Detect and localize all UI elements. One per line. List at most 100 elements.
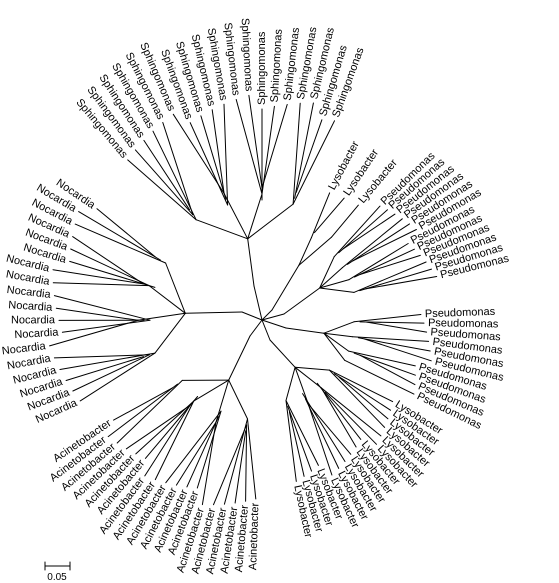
leaf-label: Pseudomonas: [430, 326, 502, 343]
subclade-branch: [319, 256, 335, 289]
clade-stem-branch: [184, 311, 243, 314]
leaf-branch: [294, 102, 314, 199]
leaf-label: Acinetobacter: [247, 502, 261, 570]
leaf-label: Sphingomonas: [239, 18, 255, 92]
subclade-branch: [323, 332, 353, 338]
leaf-branch: [295, 119, 323, 193]
leaf-branch: [333, 205, 381, 258]
backbone-branch: [261, 319, 287, 329]
leaf-branch: [53, 354, 150, 359]
leaf-branch: [359, 254, 421, 275]
leaf-branch: [143, 139, 190, 211]
leaf-branch: [261, 104, 288, 189]
leaf-branch: [96, 208, 156, 258]
leaf-branch: [213, 424, 248, 506]
leaf-branch: [292, 120, 335, 205]
leaf-label: Nocardia: [6, 284, 52, 301]
leaf-branch: [347, 223, 410, 265]
subclade-branch: [294, 366, 330, 371]
subclade-branch: [223, 193, 249, 240]
leaf-branch: [200, 115, 227, 200]
leaf-label: Sphingomonas: [269, 28, 285, 102]
backbone-branch: [249, 319, 263, 337]
subclade-branch: [323, 332, 346, 361]
leaf-branch: [172, 113, 225, 194]
leaf-branch: [304, 398, 340, 469]
leaf-branch: [72, 354, 150, 392]
leaf-branch: [353, 314, 422, 323]
subclade-branch: [298, 236, 332, 266]
leaf-branch: [235, 99, 263, 195]
clade-stem-branch: [269, 339, 296, 368]
clade-stem-branch: [285, 327, 325, 334]
leaf-branch: [357, 337, 431, 352]
backbone-branch: [253, 285, 263, 321]
leaf-branch: [341, 218, 403, 269]
subclade-branch: [165, 262, 186, 314]
subclade-branch: [298, 237, 312, 266]
leaf-branch: [247, 418, 257, 500]
leaf-branch: [52, 282, 150, 287]
leaf-branch: [352, 229, 417, 262]
leaf-branch: [338, 376, 389, 420]
leaf-branch: [330, 204, 359, 238]
leaf-branch: [211, 109, 225, 194]
leaf-branch: [338, 209, 388, 254]
leaf-branch: [320, 387, 382, 437]
leaf-branch: [354, 248, 415, 278]
leaf-branch: [59, 352, 156, 370]
leaf-branch: [310, 192, 331, 239]
clade-stem-branch: [283, 287, 321, 315]
leaf-branch: [189, 122, 229, 206]
backbone-branch: [261, 319, 271, 341]
leaf-branch: [365, 321, 428, 333]
leaf-branch: [285, 400, 319, 466]
leaf-branch: [144, 405, 191, 477]
leaf-branch: [261, 105, 275, 195]
leaf-branch: [302, 393, 346, 462]
tree-leaf-labels: SphingomonasSphingomonasSphingomonasSphi…: [1, 18, 510, 575]
leaf-branch: [196, 410, 222, 489]
leaf-label: Nocardia: [8, 299, 54, 314]
subclade-branch: [148, 285, 186, 314]
leaf-branch: [52, 269, 144, 285]
leaf-branch: [359, 321, 425, 324]
backbone-branch: [261, 313, 285, 321]
clade-stem-branch: [247, 238, 255, 287]
leaf-branch: [364, 276, 438, 290]
leaf-branch: [348, 243, 409, 281]
clade-stem-branch: [271, 264, 300, 311]
leaf-label: Pseudomonas: [425, 306, 496, 320]
subclade-branch: [319, 279, 350, 289]
scale-bar: 0.05: [44, 561, 71, 583]
subclade-branch: [247, 203, 294, 240]
leaf-branch: [55, 307, 139, 321]
leaf-branch: [69, 260, 156, 288]
leaf-branch: [74, 223, 167, 264]
leaf-branch: [320, 387, 357, 448]
leaf-branch: [292, 102, 301, 205]
leaf-branch: [175, 421, 217, 486]
subclade-branch: [228, 379, 248, 420]
leaf-branch: [314, 197, 345, 234]
subclade-branch: [323, 332, 350, 352]
subclade-branch: [195, 219, 249, 240]
leaf-branch: [116, 379, 183, 444]
leaf-branch: [79, 352, 156, 402]
clade-stem-branch: [228, 335, 251, 381]
scale-bar-label: 0.05: [47, 572, 67, 583]
leaf-branch: [65, 356, 144, 381]
leaf-branch: [61, 319, 151, 333]
leaf-label: Sphingomonas: [256, 31, 268, 105]
leaf-branch: [154, 400, 195, 481]
leaf-branch: [359, 268, 432, 292]
subclade-branch: [294, 366, 309, 405]
leaf-branch: [248, 94, 263, 189]
leaf-branch: [245, 424, 248, 502]
leaf-branch: [363, 338, 432, 362]
leaf-branch: [107, 383, 178, 438]
subclade-branch: [285, 366, 296, 401]
leaf-label: Nocardia: [1, 340, 47, 357]
leaf-branch: [125, 405, 191, 450]
